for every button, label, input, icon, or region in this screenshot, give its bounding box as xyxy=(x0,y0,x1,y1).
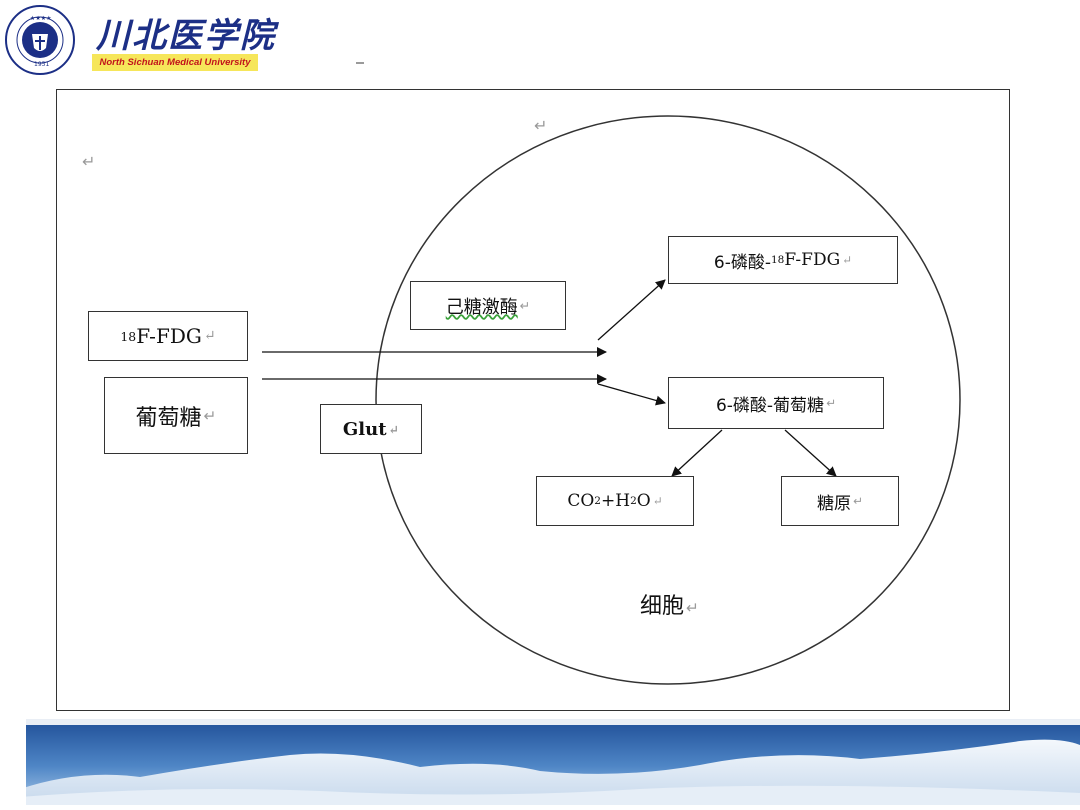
arrow-to-p-glucose xyxy=(597,383,666,406)
node-glut-mark: ↵ xyxy=(388,421,400,437)
banner-white-strip xyxy=(0,712,26,810)
node-hexokinase-label: 己糖激酶 xyxy=(445,296,518,318)
diagram-frame xyxy=(56,89,1010,711)
node-hexokinase-mark: ↵ xyxy=(519,298,531,313)
node-6p-isotope: 18 xyxy=(770,254,785,266)
stray-mark-left: ↵ xyxy=(82,152,96,171)
node-co2-a-sub: 2 xyxy=(594,495,601,507)
landscape-banner xyxy=(20,719,1080,805)
node-glycogen-mark: ↵ xyxy=(853,494,863,508)
node-co2-a: CO xyxy=(567,491,595,511)
node-glut-label: Glut xyxy=(342,418,387,440)
node-glycogen: 糖原↵ xyxy=(781,476,899,526)
node-hexokinase: 己糖激酶↵ xyxy=(410,281,566,330)
node-glycogen-label: 糖原 xyxy=(817,493,852,514)
arrow-to-co2 xyxy=(671,429,723,477)
stray-mark-top xyxy=(356,62,364,64)
node-co2-mark: ↵ xyxy=(652,494,663,508)
node-6p-fdg-label: F-FDG xyxy=(784,250,841,270)
node-6p-glucose: 6-磷酸-葡萄糖↵ xyxy=(668,377,884,429)
stray-mark-upper: ↵ xyxy=(534,116,548,135)
cell-label: 细胞↵ xyxy=(640,588,699,620)
node-6p-fdg-mark: ↵ xyxy=(842,253,853,267)
node-6p-glucose-mark: ↵ xyxy=(826,396,837,410)
logo-chinese-name: 川北医学院 xyxy=(96,16,276,56)
node-18f-fdg-mark: ↵ xyxy=(203,328,216,344)
node-glut: Glut↵ xyxy=(320,404,422,454)
cell-membrane xyxy=(375,115,961,685)
arrow-to-p-fdg xyxy=(597,279,666,341)
cell-label-mark: ↵ xyxy=(686,599,699,617)
svg-text:★★★★: ★★★★ xyxy=(30,15,52,22)
node-co2-b-sub: 2 xyxy=(630,495,637,507)
node-glucose-mark: ↵ xyxy=(203,406,217,425)
node-glucose: 葡萄糖↵ xyxy=(104,377,248,454)
node-18f-fdg-isotope: 18 xyxy=(120,328,137,344)
seal-year: 1951 xyxy=(34,61,49,68)
node-glucose-label: 葡萄糖 xyxy=(135,405,202,431)
university-seal: ★★★★ 1951 xyxy=(4,4,76,76)
cell-label-text: 细胞 xyxy=(640,594,685,619)
arrow-to-glycogen xyxy=(784,429,837,477)
logo-english-name: North Sichuan Medical University xyxy=(92,54,258,71)
node-18f-fdg-label: F-FDG xyxy=(136,324,202,348)
node-6p-prefix: 6-磷酸- xyxy=(713,252,771,273)
node-co2-c: O xyxy=(636,491,651,511)
node-co2-b: +H xyxy=(600,491,631,511)
node-6p-glucose-label: 6-磷酸-葡萄糖 xyxy=(715,395,825,416)
